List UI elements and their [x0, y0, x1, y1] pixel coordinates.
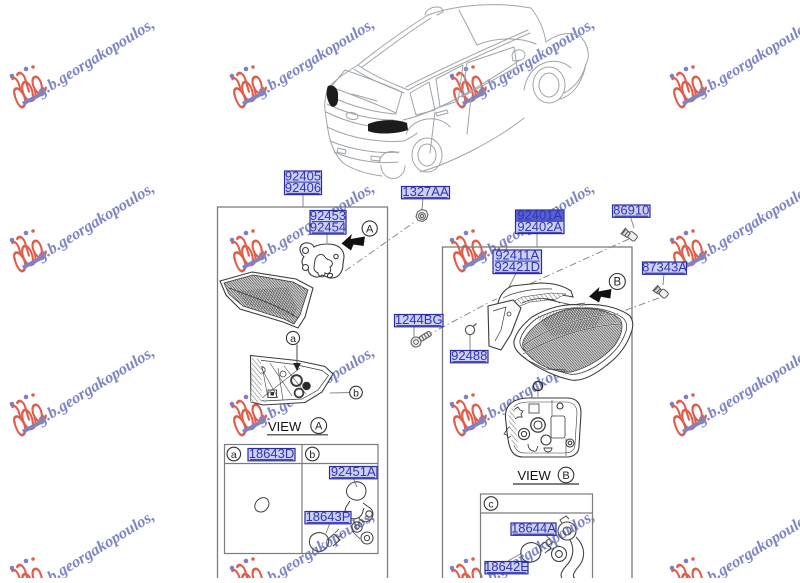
svg-text:a: a — [231, 449, 237, 461]
svg-text:18643P: 18643P — [306, 509, 351, 524]
svg-text:c: c — [488, 498, 493, 510]
svg-text:VIEW: VIEW — [518, 468, 552, 483]
svg-text:92488: 92488 — [451, 348, 487, 363]
svg-text:92401A: 92401A — [517, 208, 562, 223]
svg-text:A: A — [315, 421, 323, 433]
svg-text:92406: 92406 — [285, 180, 321, 195]
svg-text:18643D: 18643D — [249, 446, 295, 461]
svg-text:1327AA: 1327AA — [402, 184, 449, 199]
svg-text:a: a — [290, 333, 296, 345]
svg-text:VIEW: VIEW — [268, 419, 302, 434]
svg-text:A: A — [366, 223, 374, 235]
svg-text:92453: 92453 — [310, 208, 346, 223]
svg-text:B: B — [562, 470, 569, 482]
svg-text:92421D: 92421D — [494, 259, 540, 274]
svg-text:92411A: 92411A — [495, 248, 539, 263]
svg-text:b: b — [309, 449, 315, 461]
svg-text:92402A: 92402A — [517, 219, 562, 234]
svg-text:86910: 86910 — [613, 203, 649, 218]
svg-text:b: b — [353, 387, 359, 399]
svg-text:92451A: 92451A — [331, 464, 376, 479]
svg-text:92454: 92454 — [310, 219, 346, 234]
svg-text:87343A: 87343A — [642, 260, 687, 275]
svg-text:92405: 92405 — [285, 169, 321, 184]
svg-text:B: B — [613, 277, 621, 289]
svg-text:18642E: 18642E — [484, 559, 529, 574]
svg-text:1244BG: 1244BG — [395, 312, 443, 327]
svg-text:18644A: 18644A — [511, 521, 556, 536]
